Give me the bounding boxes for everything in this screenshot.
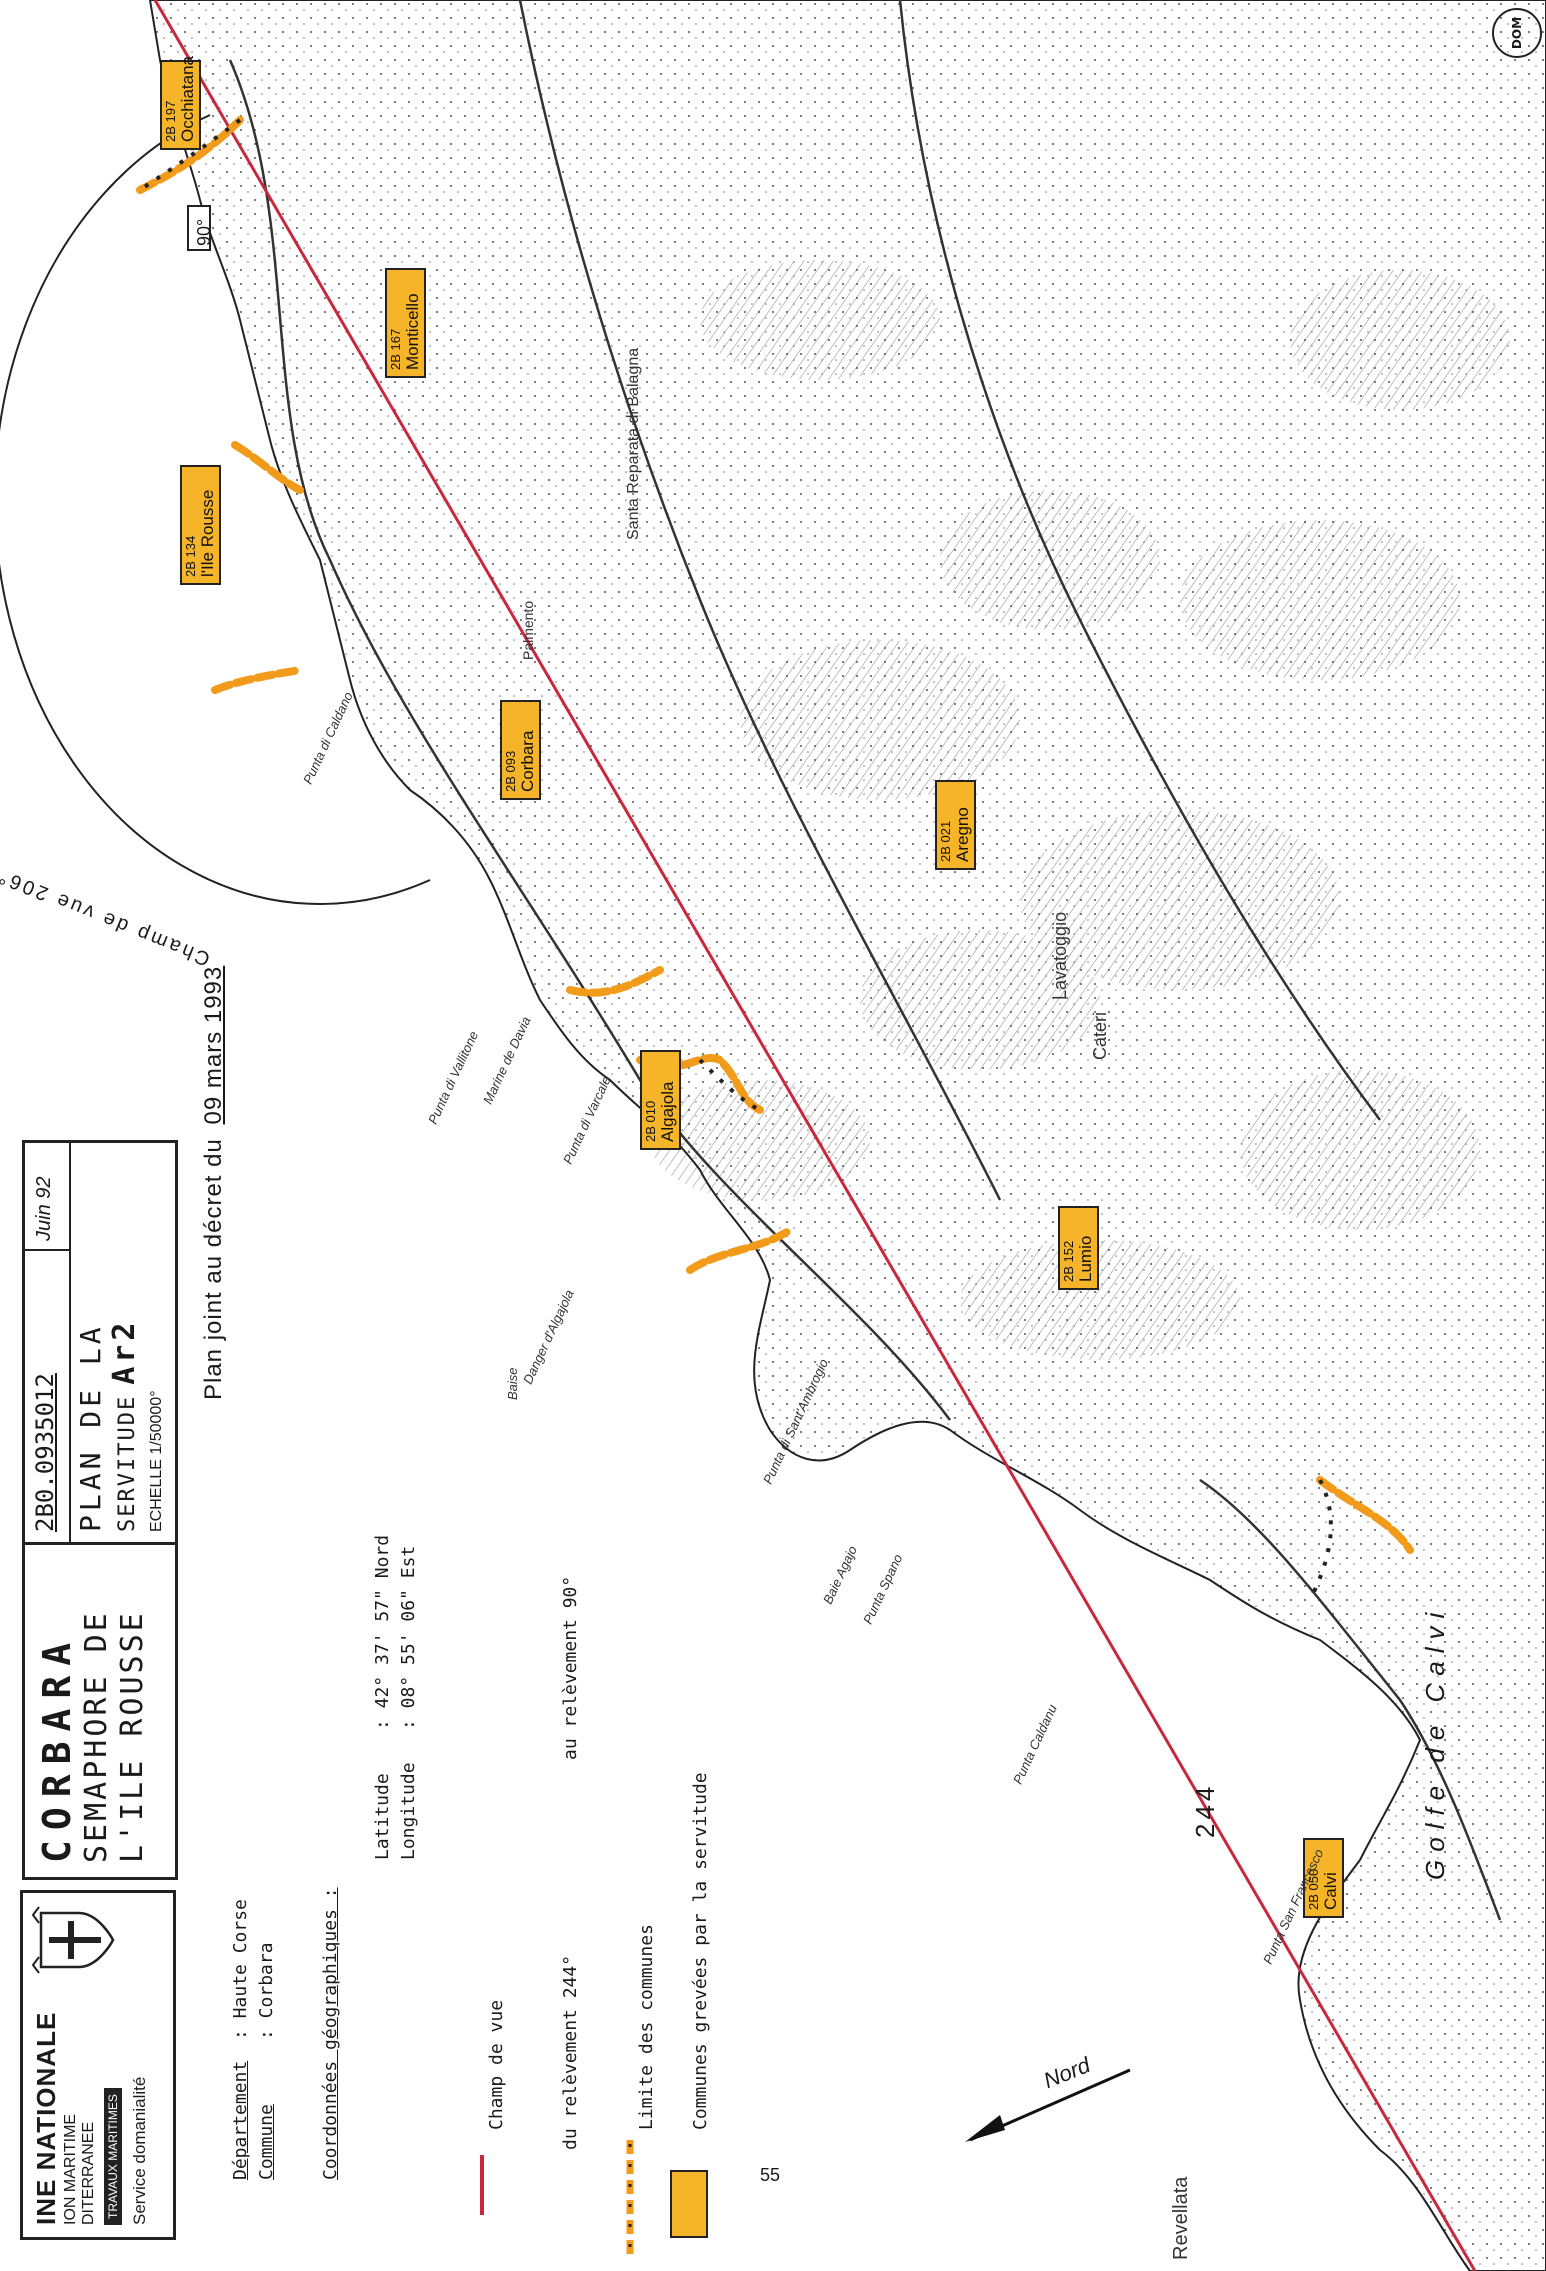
- legend-limit-swatch: [626, 2140, 634, 2260]
- legend-affected-communes: Communes grevées par la servitude: [690, 1772, 711, 2130]
- longitude-value: 08° 55' 06" Est: [398, 1545, 419, 1709]
- plan-line-1: PLAN DE LA: [74, 1323, 107, 1532]
- bearing-90-box: [187, 205, 211, 251]
- place-label: Lavatoggio: [1050, 911, 1070, 1000]
- legend-bearing-from: du relèvement 244°: [560, 1954, 581, 2150]
- departement-label: Département: [230, 2060, 251, 2180]
- commune-title: CORBARA: [35, 1632, 79, 1863]
- bearing-90-label: 90°: [194, 218, 214, 246]
- legend-affected-swatch: [670, 2170, 708, 2238]
- legend-commune-limit: Limite des communes: [636, 1924, 657, 2130]
- site-title-box: CORBARA SEMAPHORE DE L'ILE ROUSSE: [22, 1540, 178, 1880]
- plan-scale: ECHELLE 1/50000°: [148, 1390, 165, 1532]
- reference-number: 2B0.0935012: [31, 1373, 59, 1532]
- decree-text: Plan joint au décret du: [200, 1138, 227, 1400]
- departement-value: Haute Corse: [230, 1899, 251, 2019]
- plan-date: Juin 92: [25, 1143, 69, 1251]
- place-label: Santa Reparata di Balagna: [625, 347, 642, 540]
- plan-line-2: SERVITUDE: [115, 1394, 140, 1532]
- bay-label: Golfe de Calvi: [1420, 1604, 1450, 1880]
- commune-value: Corbara: [256, 1942, 277, 2019]
- latitude-value: 42° 37' 57" Nord: [372, 1534, 393, 1709]
- service-name: Service domanialité: [130, 2076, 149, 2225]
- plan-code: Ar2: [107, 1318, 142, 1385]
- organisation-box: INE NATIONALE ION MARITIME DITERRANEE TR…: [20, 1890, 176, 2240]
- page-number: 55: [760, 2165, 781, 2185]
- relief-hatching: [650, 260, 1510, 1360]
- longitude-label: Longitude: [398, 1762, 419, 1860]
- decree-line: Plan joint au décret du 09 mars 1993: [200, 966, 228, 1400]
- org-line-1: INE NATIONALE: [31, 2011, 61, 2225]
- coords-label: Coordonnées géographiques :: [320, 1887, 341, 2180]
- place-label: Baise: [505, 1367, 520, 1400]
- plan-reference-box: 2B0.0935012 Juin 92 PLAN DE LA SERVITUDE…: [22, 1140, 178, 1545]
- commune-label: Commune: [256, 2104, 277, 2180]
- view-arc: [0, 114, 431, 905]
- commune-limits-dark: [138, 118, 1333, 1601]
- view-line: [153, 0, 1477, 2271]
- place-label: Cateri: [1090, 1011, 1110, 1060]
- bearing-244-label: 244: [1190, 1782, 1220, 1838]
- site-line-2: L'ILE ROUSSE: [115, 1610, 150, 1863]
- coat-of-arms-icon: [31, 1906, 115, 1974]
- info-block: Département: Haute Corse Commune: Corbar…: [228, 1887, 344, 2180]
- legend-view-line-swatch: [480, 2155, 484, 2215]
- place-label: Palmento: [520, 600, 536, 660]
- legend-bearing-to: au relèvement 90°: [560, 1575, 581, 1760]
- org-line-2: ION MARITIME: [62, 2113, 79, 2225]
- org-badge: TRAVAUX MARITIMES: [104, 2088, 122, 2225]
- decree-date: 09 mars 1993: [200, 965, 227, 1125]
- legend-field-of-view: Champ de vue: [486, 1999, 507, 2130]
- coords-block: Latitude: 42° 37' 57" Nord Longitude: 08…: [370, 1535, 422, 1860]
- north-arrow: [965, 2068, 1131, 2142]
- place-label: Revellata: [1170, 2176, 1192, 2260]
- dom-stamp: DOM: [1492, 8, 1542, 58]
- site-line-1: SEMAPHORE DE: [79, 1610, 114, 1863]
- latitude-label: Latitude: [372, 1773, 393, 1860]
- org-line-3: DITERRANEE: [80, 2121, 97, 2225]
